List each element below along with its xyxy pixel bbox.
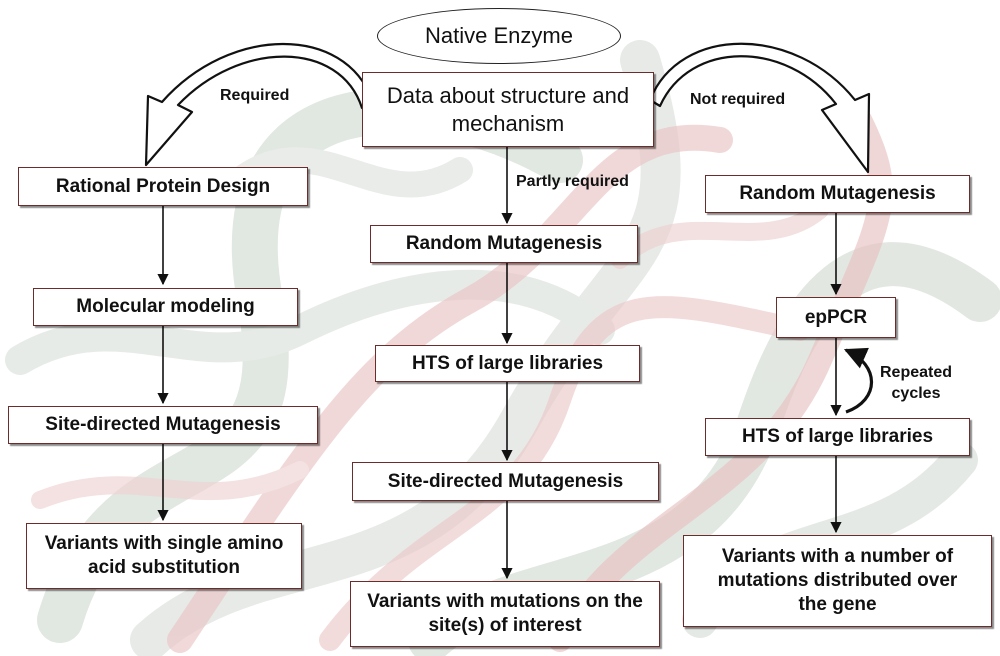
middle-result-label: Variants with mutations on the site(s) o… <box>367 591 643 636</box>
right-step-1-label: Random Mutagenesis <box>739 183 936 204</box>
native-enzyme-node: Native Enzyme <box>377 8 621 64</box>
left-step-2-label: Molecular modeling <box>76 296 255 317</box>
structure-data-box: Data about structure and mechanism <box>362 72 654 147</box>
left-step-3-label: Site-directed Mutagenesis <box>45 414 281 435</box>
curved-arrow-left <box>144 42 374 167</box>
right-step-hts: HTS of large libraries <box>705 418 970 456</box>
right-result-variants: Variants with a number of mutations dist… <box>683 535 992 627</box>
middle-step-2-label: HTS of large libraries <box>411 352 604 374</box>
middle-step-1-label: Random Mutagenesis <box>405 233 603 254</box>
branch-label-partly-required: Partly required <box>516 173 629 190</box>
branch-label-required: Required <box>220 87 290 104</box>
middle-step-site-directed: Site-directed Mutagenesis <box>352 462 659 501</box>
left-step-site-directed: Site-directed Mutagenesis <box>8 406 318 444</box>
structure-data-label: Data about structure and mechanism <box>386 82 630 136</box>
curved-arrow-right <box>648 42 871 174</box>
left-step-rational-design: Rational Protein Design <box>18 167 308 206</box>
right-step-random-mutagenesis: Random Mutagenesis <box>705 175 970 213</box>
middle-result-variants: Variants with mutations on the site(s) o… <box>350 581 660 647</box>
left-result-label: Variants with single amino acid substitu… <box>44 533 284 578</box>
left-step-1-label: Rational Protein Design <box>55 175 271 197</box>
native-enzyme-label: Native Enzyme <box>425 23 573 48</box>
left-step-molecular-modeling: Molecular modeling <box>33 288 298 326</box>
middle-step-3-label: Site-directed Mutagenesis <box>387 470 624 492</box>
right-result-label: Variants with a number of mutations dist… <box>717 546 958 615</box>
middle-step-random-mutagenesis: Random Mutagenesis <box>370 225 638 263</box>
left-result-variants: Variants with single amino acid substitu… <box>26 523 302 589</box>
right-step-eppcr: epPCR <box>776 297 896 338</box>
middle-step-hts: HTS of large libraries <box>375 345 640 382</box>
repeated-cycles-loop-arrow <box>843 347 873 414</box>
right-step-2-label: epPCR <box>804 306 868 328</box>
right-step-3-label: HTS of large libraries <box>741 426 934 447</box>
repeated-cycles-label: Repeated cycles <box>879 364 953 402</box>
branch-label-not-required: Not required <box>690 91 786 108</box>
